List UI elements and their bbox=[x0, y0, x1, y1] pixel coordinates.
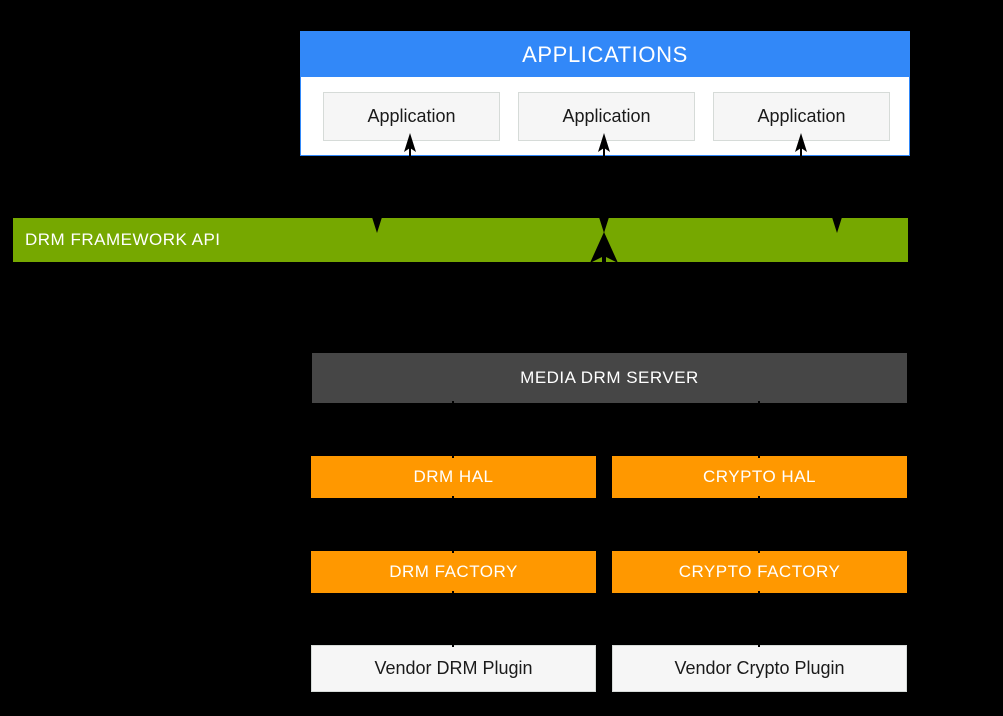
application-box-3[interactable]: Application bbox=[713, 92, 890, 141]
drm-hal-label: DRM HAL bbox=[413, 467, 494, 486]
connector-drm-factory-to-vendor-drm-plugin bbox=[452, 591, 454, 647]
applications-header: APPLICATIONS bbox=[301, 32, 909, 77]
connector-crypto-factory-to-vendor-crypto-plugin bbox=[758, 591, 760, 647]
application-box-2-label: Application bbox=[562, 106, 651, 126]
application-box-1-label: Application bbox=[367, 106, 456, 126]
application-box-1[interactable]: Application bbox=[323, 92, 500, 141]
applications-header-label: APPLICATIONS bbox=[522, 41, 688, 67]
drm-framework-api-bar: DRM FRAMEWORK API bbox=[13, 218, 908, 262]
connector-drm-hal-to-drm-factory bbox=[452, 496, 454, 553]
vendor-drm-plugin-box: Vendor DRM Plugin bbox=[311, 645, 596, 692]
drm-framework-api-label: DRM FRAMEWORK API bbox=[25, 230, 221, 249]
application-box-3-label: Application bbox=[757, 106, 846, 126]
crypto-factory-box: CRYPTO FACTORY bbox=[612, 551, 907, 593]
vendor-crypto-plugin-label: Vendor Crypto Plugin bbox=[674, 658, 845, 678]
vendor-crypto-plugin-box: Vendor Crypto Plugin bbox=[612, 645, 907, 692]
connector-server-to-crypto-hal bbox=[758, 401, 760, 458]
drm-factory-label: DRM FACTORY bbox=[389, 562, 518, 581]
crypto-hal-box: CRYPTO HAL bbox=[612, 456, 907, 498]
vendor-drm-plugin-label: Vendor DRM Plugin bbox=[374, 658, 533, 678]
media-drm-server-box: MEDIA DRM SERVER bbox=[312, 353, 907, 403]
connector-server-to-drm-hal bbox=[452, 401, 454, 458]
crypto-hal-label: CRYPTO HAL bbox=[702, 467, 817, 486]
applications-panel: APPLICATIONS Application Application App… bbox=[300, 31, 910, 156]
connector-crypto-hal-to-crypto-factory bbox=[758, 496, 760, 553]
drm-hal-box: DRM HAL bbox=[311, 456, 596, 498]
application-box-2[interactable]: Application bbox=[518, 92, 695, 141]
crypto-factory-label: CRYPTO FACTORY bbox=[678, 562, 841, 581]
media-drm-server-label: MEDIA DRM SERVER bbox=[520, 368, 699, 387]
drm-factory-box: DRM FACTORY bbox=[311, 551, 596, 593]
